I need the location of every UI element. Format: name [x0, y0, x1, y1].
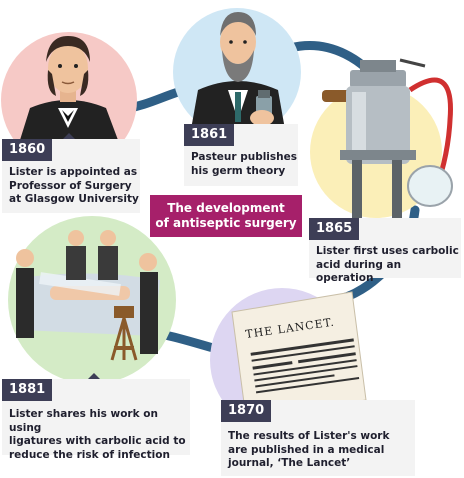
event-card-1860: 1860 Lister is appointed as Professor of…	[2, 139, 140, 213]
pointer-1860	[63, 133, 75, 139]
pasteur-portrait-icon	[190, 12, 286, 135]
carbolic-spray-icon	[322, 58, 453, 218]
event-year: 1881	[2, 379, 52, 401]
event-description: Lister shares his work on using ligature…	[9, 408, 186, 461]
diagram-title: The development of antiseptic surgery	[150, 195, 302, 237]
event-description: Lister is appointed as Professor of Surg…	[9, 166, 139, 205]
lister-portrait-icon	[20, 36, 118, 140]
title-line-1: The development	[167, 201, 285, 215]
event-card-1861: 1861 Pasteur publishes his germ theory	[184, 124, 298, 186]
event-description: Pasteur publishes his germ theory	[191, 151, 297, 177]
event-description: The results of Lister's work are publish…	[228, 430, 390, 469]
event-description: Lister first uses carbolic acid during a…	[316, 245, 459, 284]
pointer-1881	[88, 373, 100, 379]
event-card-1870: 1870 The results of Lister's work are pu…	[221, 400, 415, 476]
event-card-1881: 1881 Lister shares his work on using lig…	[2, 379, 190, 461]
event-year: 1861	[184, 124, 234, 146]
title-line-2: of antiseptic surgery	[155, 216, 297, 230]
event-card-1865: 1865 Lister first uses carbolic acid dur…	[309, 218, 461, 284]
event-year: 1870	[221, 400, 271, 422]
connector-line	[115, 41, 420, 365]
event-year: 1865	[309, 218, 359, 240]
operating-scene-icon	[16, 230, 160, 361]
lancet-journal-icon: THE LANCET.	[231, 291, 367, 419]
event-year: 1860	[2, 139, 52, 161]
